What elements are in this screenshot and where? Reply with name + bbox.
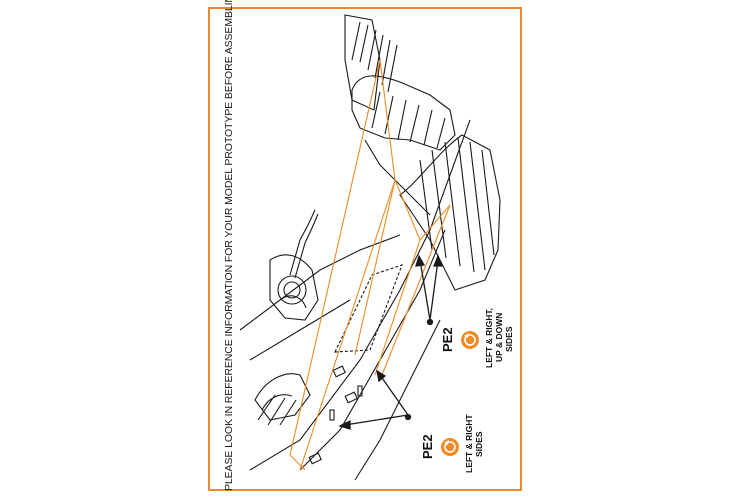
rotate-arrow-icon xyxy=(461,331,479,349)
leader-lines xyxy=(289,59,451,471)
callout-pe2-sides: PE2 LEFT & RIGHT SIDES xyxy=(420,414,484,473)
fuselage-drawing xyxy=(239,14,501,481)
instruction-frame: PLEASE LOOK IN REFERENCE INFORMATION FOR… xyxy=(208,0,522,491)
pointer-arrows xyxy=(338,254,443,430)
note-line-2: SIDES xyxy=(474,431,484,457)
callout-pe2-up-down: PE2 LEFT & RIGHT, UP & DOWN SIDES xyxy=(440,308,514,368)
note-line-2: UP & DOWN xyxy=(494,313,504,362)
rotate-arrow-icon xyxy=(441,438,459,456)
part-label: PE2 xyxy=(440,327,455,352)
note-line-1: LEFT & RIGHT, xyxy=(484,308,494,368)
part-label: PE2 xyxy=(420,434,435,459)
note-line-3: SIDES xyxy=(504,326,514,352)
note-line-1: LEFT & RIGHT xyxy=(464,414,474,473)
